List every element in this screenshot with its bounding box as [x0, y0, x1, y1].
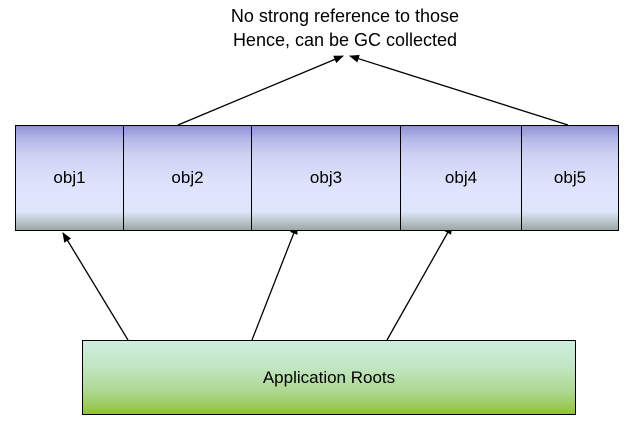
arrow-obj5-to-note [349, 54, 569, 126]
object-cell-obj1: obj1 [16, 126, 124, 230]
heap-object-row: obj1 obj2 obj3 obj4 obj5 [15, 125, 619, 231]
object-cell-obj2: obj2 [124, 126, 252, 230]
arrow-obj2-to-note [177, 55, 344, 126]
object-cell-obj5: obj5 [553, 168, 587, 187]
object-cell-obj3: obj3 [252, 126, 401, 230]
object-cell-obj4: obj4 [401, 126, 522, 230]
gc-note-line-2: Hence, can be GC collected [232, 30, 458, 50]
arrow-roots-to-obj4 [386, 224, 453, 341]
arrow-roots-to-obj3 [251, 224, 298, 341]
arrow-roots-to-obj1 [62, 232, 129, 341]
gc-note-line-1: No strong reference to those [230, 6, 460, 26]
application-roots-box: Application Roots [82, 340, 576, 415]
